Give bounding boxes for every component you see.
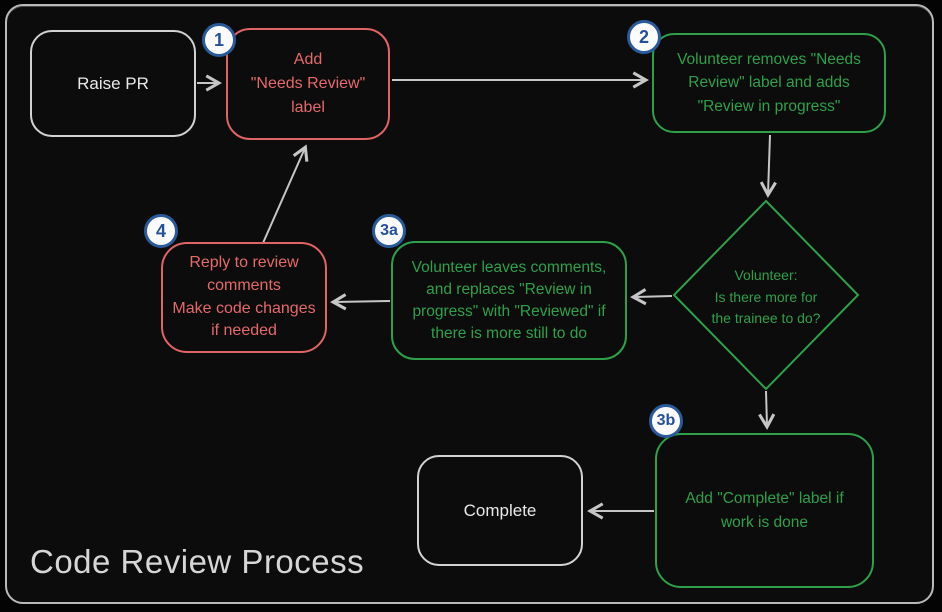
node-reply-to-review-line: Make code changes: [172, 299, 316, 317]
node-decision-line: Is there more for: [714, 288, 818, 305]
node-volunteer-leaves-comments: Volunteer leaves comments, and replaces …: [391, 241, 627, 360]
node-decision-line: Volunteer:: [734, 267, 798, 283]
node-add-needs-review: Add "Needs Review" label: [226, 28, 390, 140]
node-decision-line: the trainee to do?: [711, 310, 821, 327]
node-volunteer-leaves-comments-line: Volunteer leaves comments,: [411, 258, 607, 276]
node-raise-pr: Raise PR: [30, 30, 196, 137]
step-badge-1: 1: [202, 23, 236, 57]
step-badge-4: 4: [144, 214, 178, 248]
step-badge-3b: 3b: [649, 404, 683, 438]
node-add-complete-label-line: work is done: [720, 513, 808, 531]
node-volunteer-leaves-comments-line: there is more still to do: [431, 324, 587, 342]
node-volunteer-removes-label-line: "Review in progress": [697, 97, 841, 115]
node-complete-label: Complete: [463, 500, 537, 520]
node-add-needs-review-line: label: [291, 99, 325, 116]
node-reply-to-review-line: comments: [207, 276, 281, 294]
node-reply-to-review-line: if needed: [211, 322, 277, 340]
node-reply-to-review-line: Reply to review: [189, 254, 299, 272]
node-volunteer-leaves-comments-line: progress" with "Reviewed" if: [412, 302, 606, 320]
node-add-needs-review-line: Add: [293, 51, 323, 68]
diagram-title: Code Review Process: [30, 543, 365, 580]
node-complete: Complete: [417, 455, 583, 566]
node-volunteer-leaves-comments-line: and replaces "Review in: [426, 280, 592, 298]
node-volunteer-removes-label-line: Review" label and adds: [688, 74, 850, 92]
node-add-needs-review-line: "Needs Review": [250, 75, 366, 92]
node-add-complete-label-line: Add "Complete" label if: [685, 490, 844, 508]
node-volunteer-removes-label-line: Volunteer removes "Needs: [677, 51, 861, 69]
node-reply-to-review: Reply to review comments Make code chang…: [161, 242, 327, 353]
step-badge-2: 2: [627, 20, 661, 54]
step-badge-3a: 3a: [372, 214, 406, 248]
node-raise-pr-label: Raise PR: [77, 73, 149, 93]
node-volunteer-removes-label: Volunteer removes "Needs Review" label a…: [652, 33, 886, 133]
node-add-complete-label: Add "Complete" label if work is done: [655, 433, 874, 588]
node-decision-text: Volunteer: Is there more for the trainee…: [686, 265, 846, 330]
